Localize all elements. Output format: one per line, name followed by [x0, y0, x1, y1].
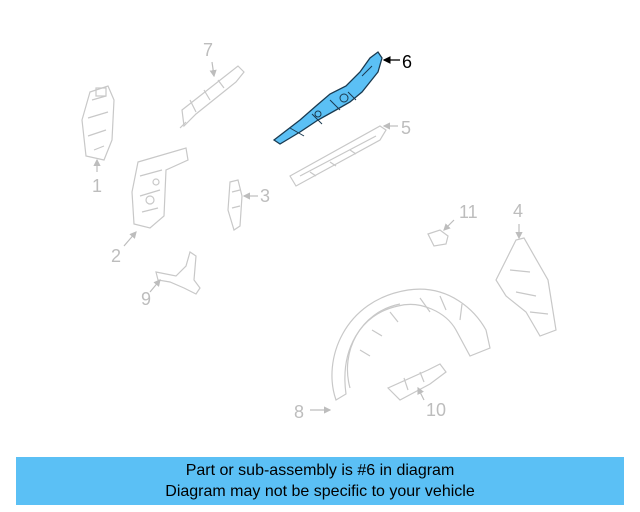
part-9[interactable] [155, 251, 201, 295]
callout-label: 11 [459, 202, 478, 222]
callout-4: 4 [513, 201, 523, 240]
callout-2: 2 [111, 231, 137, 266]
parts-diagram: 1 2 3 7 6 [81, 40, 557, 422]
callout-10: 10 [417, 386, 446, 420]
callout-label: 7 [203, 40, 213, 60]
part-5[interactable] [289, 125, 387, 187]
callout-label: 5 [401, 118, 411, 138]
part-2[interactable] [131, 147, 189, 229]
info-banner: Part or sub-assembly is #6 in diagram Di… [16, 457, 624, 505]
callout-label: 3 [260, 186, 270, 206]
part-11[interactable] [427, 229, 449, 247]
part-4[interactable] [495, 237, 557, 337]
callout-1: 1 [92, 158, 102, 196]
callout-label: 4 [513, 201, 523, 221]
banner-line-2: Diagram may not be specific to your vehi… [165, 483, 475, 500]
callout-label: 9 [141, 289, 151, 309]
callout-5: 5 [382, 118, 411, 138]
callout-label: 6 [402, 52, 412, 72]
callout-11: 11 [443, 202, 478, 231]
part-7[interactable] [179, 65, 245, 129]
banner-line-1: Part or sub-assembly is #6 in diagram [185, 462, 455, 479]
part-3[interactable] [227, 179, 243, 231]
callout-9: 9 [141, 279, 161, 309]
callout-label: 1 [92, 176, 102, 196]
callout-label: 10 [426, 400, 446, 420]
callout-7: 7 [203, 40, 217, 78]
callout-6: 6 [382, 52, 412, 72]
part-1[interactable] [81, 85, 115, 161]
callout-label: 8 [294, 402, 304, 422]
part-10[interactable] [386, 363, 447, 401]
part-8[interactable] [331, 288, 491, 401]
callout-3: 3 [242, 186, 270, 206]
callout-8: 8 [294, 402, 332, 422]
part-6[interactable] [272, 51, 383, 145]
callout-label: 2 [111, 246, 121, 266]
